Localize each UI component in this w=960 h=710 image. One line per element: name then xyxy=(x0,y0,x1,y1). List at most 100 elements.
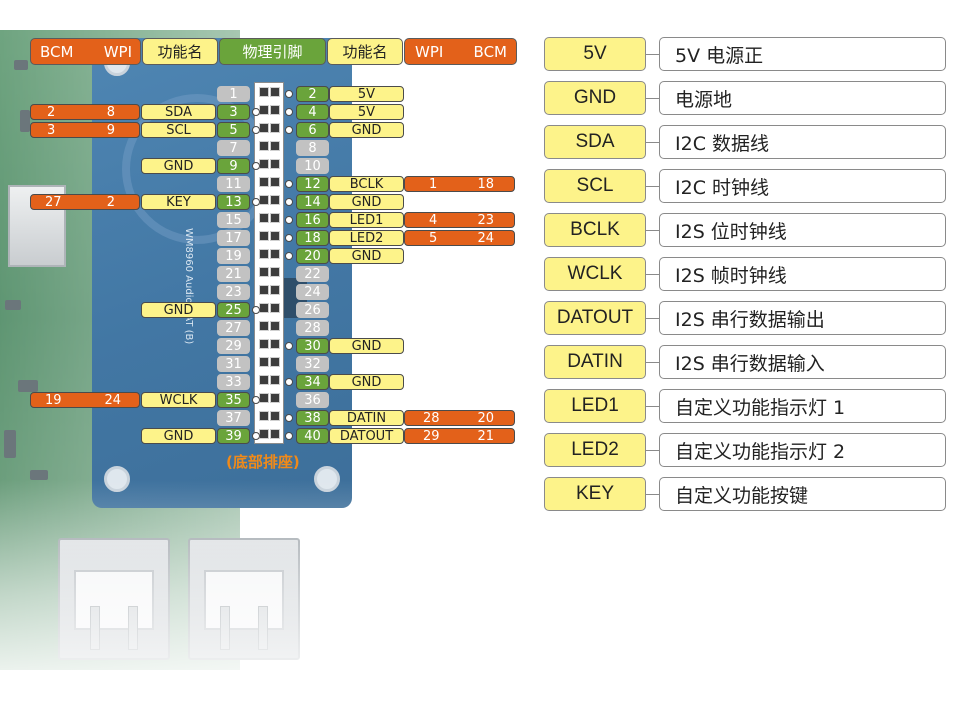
right-pin-wpi: 4 xyxy=(429,213,438,228)
header-pin xyxy=(259,249,269,259)
right-pin-function: 5V xyxy=(329,104,404,120)
left-pin-number: 29 xyxy=(217,338,250,354)
legend-connector xyxy=(646,230,659,231)
right-pin-number: 16 xyxy=(296,212,329,228)
left-pin-number: 21 xyxy=(217,266,250,282)
right-pin-number: 30 xyxy=(296,338,329,354)
right-pin-bcm: 21 xyxy=(477,429,494,444)
right-pin-number: 34 xyxy=(296,374,329,390)
pin-connector-dot xyxy=(285,90,293,98)
left-pin-bcm: 3 xyxy=(47,123,56,138)
board-component xyxy=(5,300,21,310)
header-pin xyxy=(259,375,269,385)
left-pin-function: SDA xyxy=(141,104,216,120)
header-pin xyxy=(270,141,280,151)
pin-connector-dot xyxy=(252,306,260,314)
legend-description: I2S 串行数据输出 xyxy=(659,301,946,335)
header-pin xyxy=(259,159,269,169)
board-component xyxy=(14,60,28,70)
legend-connector xyxy=(646,142,659,143)
header-pin xyxy=(270,213,280,223)
header-right-func: 功能名 xyxy=(327,38,403,65)
legend-connector xyxy=(646,406,659,407)
pin-connector-dot xyxy=(285,378,293,386)
legend-key: GND xyxy=(544,81,646,115)
left-pin-wpi: 9 xyxy=(106,123,115,138)
right-pin-number: 18 xyxy=(296,230,329,246)
legend-key: BCLK xyxy=(544,213,646,247)
pin-connector-dot xyxy=(252,162,260,170)
right-pin-wpi-bcm: 29 21 xyxy=(404,428,515,444)
legend-description: 自定义功能指示灯 1 xyxy=(659,389,946,423)
right-pin-number: 38 xyxy=(296,410,329,426)
header-pin xyxy=(270,285,280,295)
header-wpi-bcm-right: WPI BCM xyxy=(404,38,517,65)
right-pin-function: DATOUT xyxy=(329,428,404,444)
right-pin-number: 2 xyxy=(296,86,329,102)
header-pin xyxy=(259,87,269,97)
header-pin xyxy=(270,87,280,97)
left-pin-function: GND xyxy=(141,302,216,318)
left-pin-number: 3 xyxy=(217,104,250,120)
pin-connector-dot xyxy=(285,234,293,242)
pin-connector-dot xyxy=(285,180,293,188)
header-pin xyxy=(259,267,269,277)
legend-description: I2C 时钟线 xyxy=(659,169,946,203)
right-pin-function: GND xyxy=(329,122,404,138)
header-pin xyxy=(259,393,269,403)
right-pin-wpi: 29 xyxy=(423,429,440,444)
right-pin-number: 24 xyxy=(296,284,329,300)
legend-connector xyxy=(646,186,659,187)
header-pin xyxy=(270,249,280,259)
legend-connector xyxy=(646,54,659,55)
left-pin-number: 31 xyxy=(217,356,250,372)
right-pin-number: 20 xyxy=(296,248,329,264)
header-pin xyxy=(259,429,269,439)
legend-description: I2S 串行数据输入 xyxy=(659,345,946,379)
left-pin-number: 27 xyxy=(217,320,250,336)
legend-key: WCLK xyxy=(544,257,646,291)
right-pin-function: GND xyxy=(329,248,404,264)
header-pin xyxy=(270,393,280,403)
pin-connector-dot xyxy=(252,108,260,116)
header-bcm-wpi-left: BCM WPI xyxy=(30,38,141,65)
header-pin xyxy=(259,321,269,331)
header-pin xyxy=(270,231,280,241)
board-component xyxy=(20,110,30,132)
left-pin-number: 17 xyxy=(217,230,250,246)
left-pin-number: 5 xyxy=(217,122,250,138)
pin-connector-dot xyxy=(285,342,293,350)
header-pin xyxy=(259,411,269,421)
header-pin xyxy=(270,357,280,367)
left-pin-number: 23 xyxy=(217,284,250,300)
legend-key: SDA xyxy=(544,125,646,159)
right-pin-number: 36 xyxy=(296,392,329,408)
left-pin-number: 39 xyxy=(217,428,250,444)
header-pin xyxy=(270,375,280,385)
legend-description: I2S 帧时钟线 xyxy=(659,257,946,291)
header-pin xyxy=(259,195,269,205)
right-pin-number: 32 xyxy=(296,356,329,372)
right-pin-function: LED2 xyxy=(329,230,404,246)
board-component xyxy=(30,470,48,480)
legend-connector xyxy=(646,450,659,451)
header-pin xyxy=(270,429,280,439)
legend-connector xyxy=(646,494,659,495)
legend-description: 电源地 xyxy=(659,81,946,115)
header-pin xyxy=(270,177,280,187)
connector-label: (底部排座) xyxy=(226,453,300,471)
legend-key: 5V xyxy=(544,37,646,71)
header-pin xyxy=(270,267,280,277)
header-physical: 物理引脚 xyxy=(219,38,326,65)
legend-description: I2S 位时钟线 xyxy=(659,213,946,247)
legend-description: 5V 电源正 xyxy=(659,37,946,71)
left-pin-number: 37 xyxy=(217,410,250,426)
pin-connector-dot xyxy=(285,126,293,134)
hat-silkscreen: WM8960 Audio HAT (B) xyxy=(183,228,194,345)
header-pin xyxy=(259,303,269,313)
